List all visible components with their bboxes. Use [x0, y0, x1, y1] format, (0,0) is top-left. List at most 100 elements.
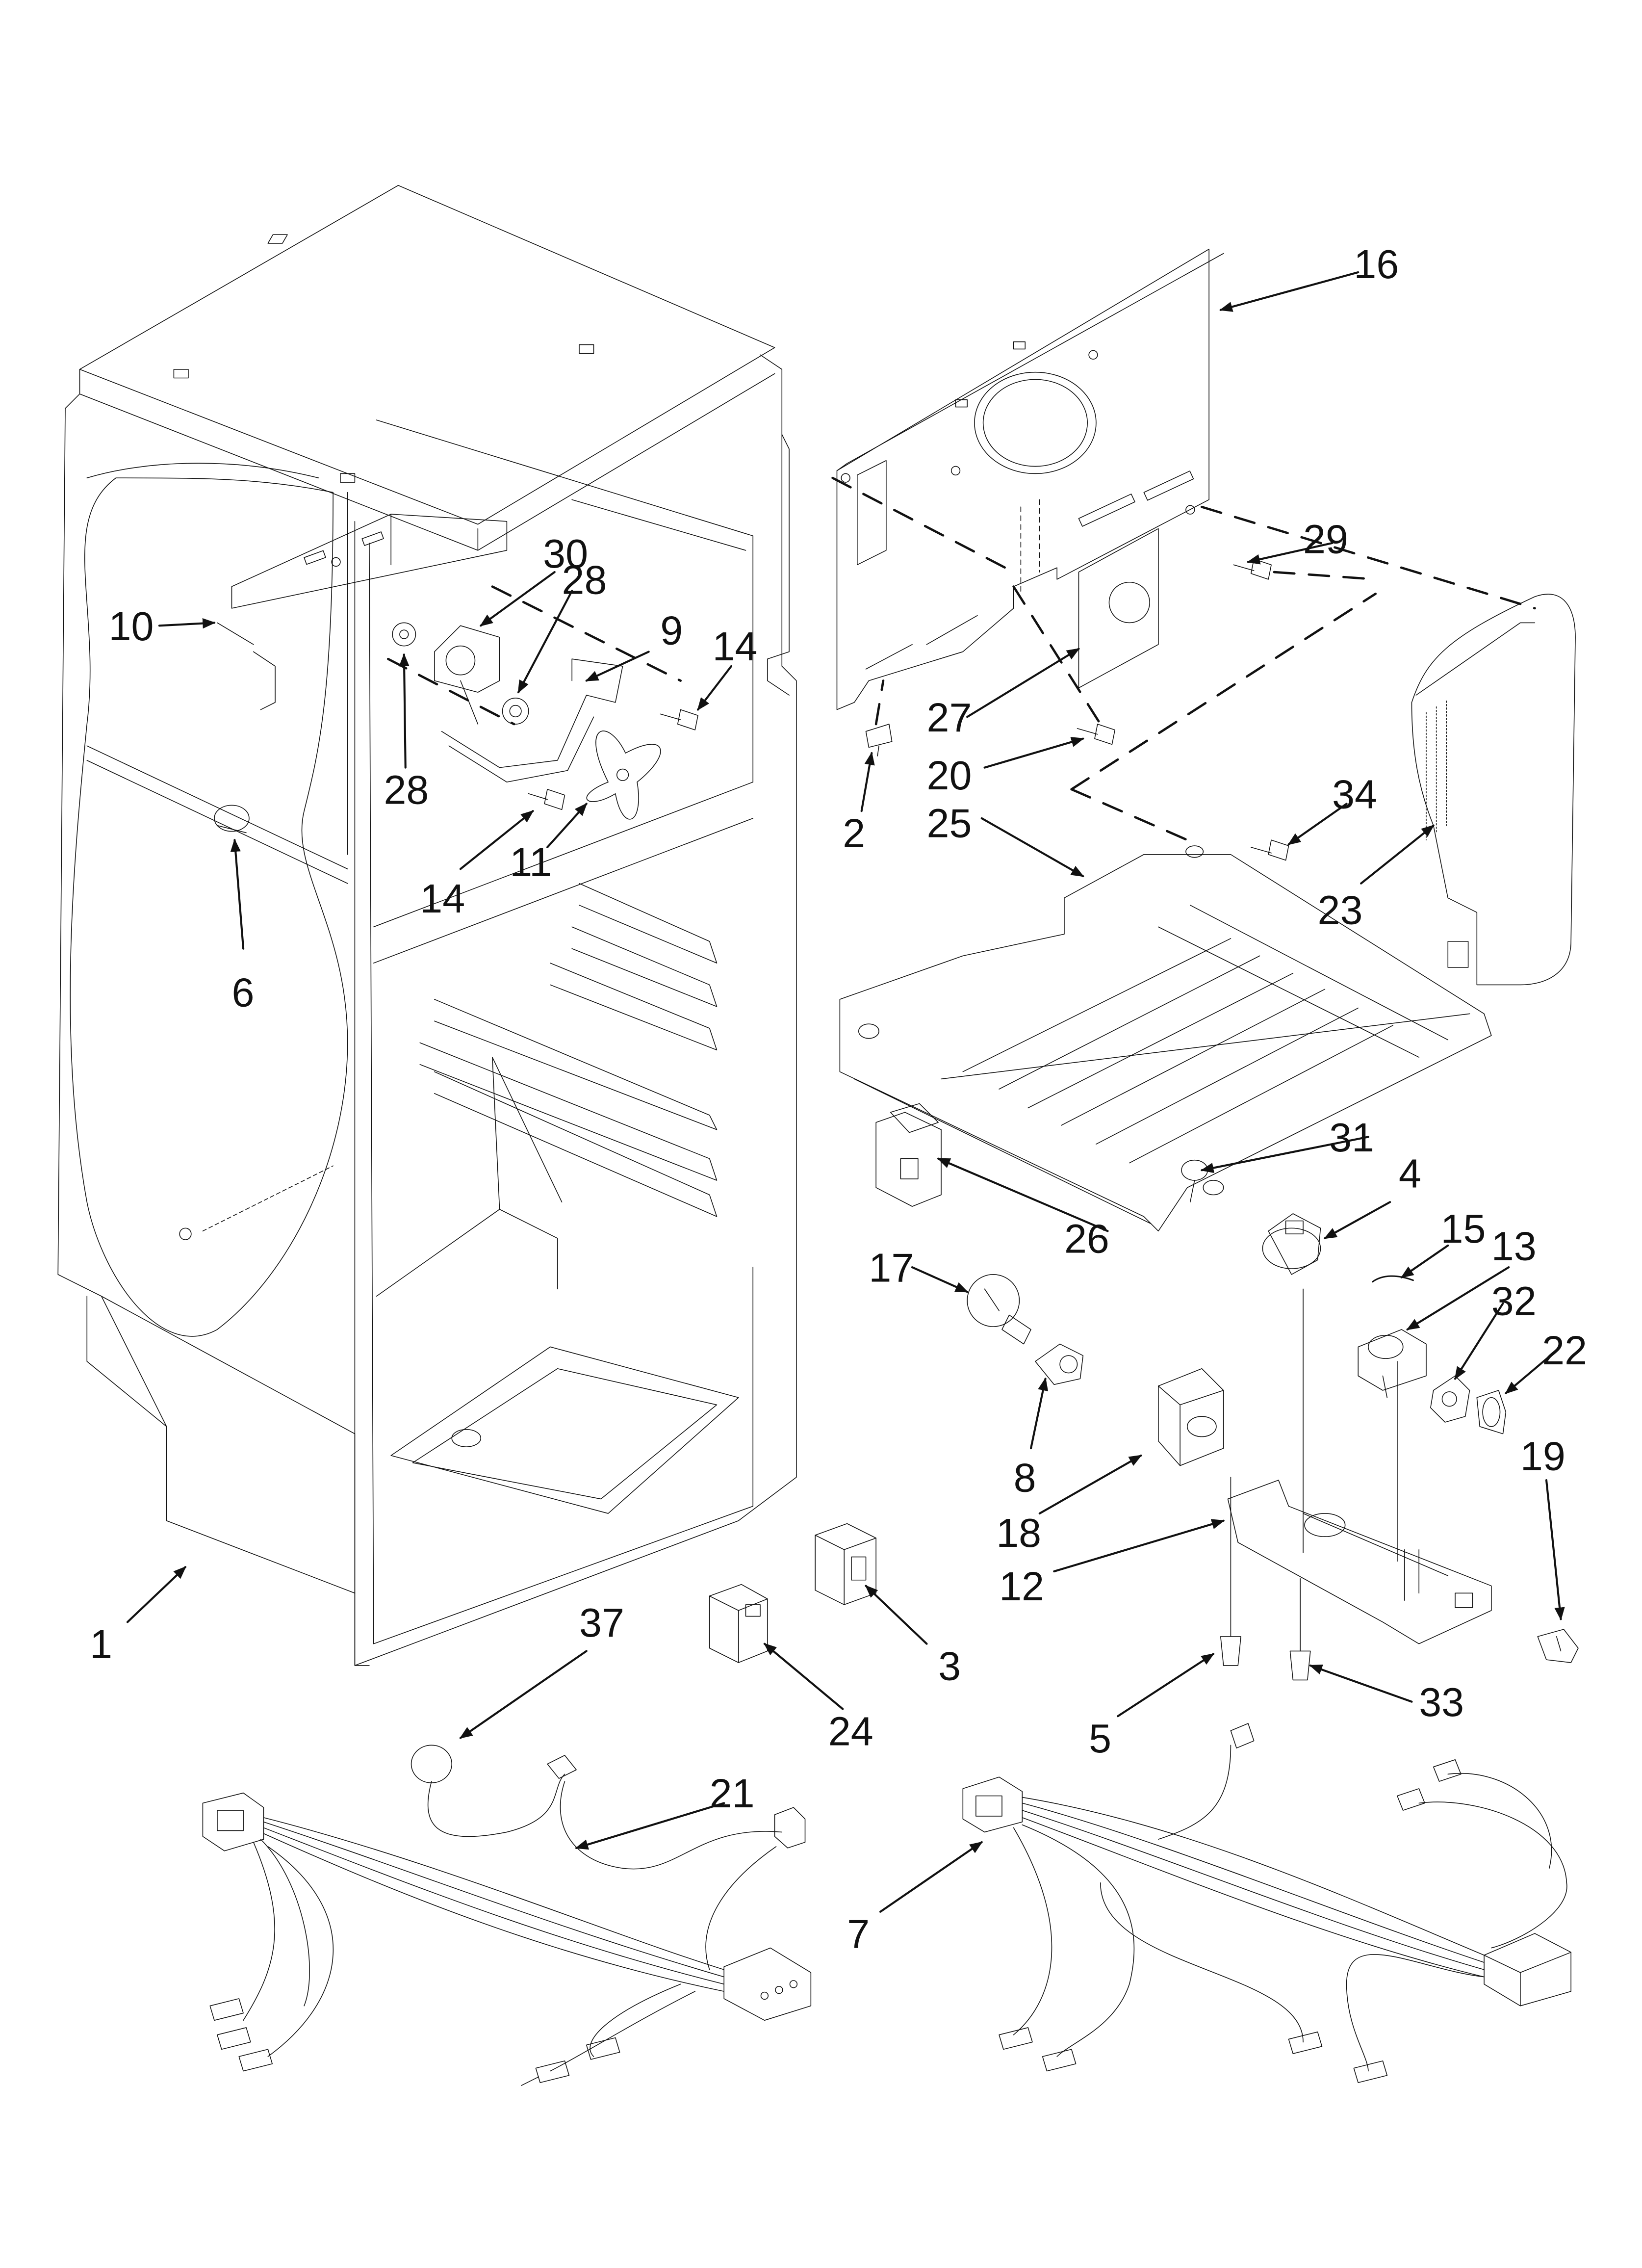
leader-21 [575, 1802, 725, 1850]
leader-19 [1545, 1479, 1565, 1621]
tube [1373, 1276, 1413, 1281]
fan-motor [435, 626, 500, 724]
leader-25 [980, 817, 1084, 878]
screw-14-lower [529, 789, 565, 809]
screw-29 [1233, 559, 1271, 579]
leader-29 [1247, 542, 1334, 565]
callout-31: 31 [1329, 1115, 1374, 1160]
shelf-rails [420, 884, 717, 1217]
callout-32: 32 [1491, 1278, 1537, 1324]
light-bulb [967, 1275, 1031, 1344]
callout-15: 15 [1441, 1206, 1486, 1251]
leader-28b [399, 653, 410, 769]
leader-2 [860, 752, 875, 812]
leader-17 [911, 1266, 969, 1293]
callout-labels: 1 2 3 4 5 6 7 8 9 10 11 12 13 14 14 15 1… [90, 241, 1587, 1957]
callout-2: 2 [843, 810, 865, 856]
callout-37: 37 [579, 1600, 624, 1645]
leader-15 [1400, 1244, 1449, 1278]
leader-34 [1287, 803, 1348, 846]
leader-30 [480, 571, 556, 627]
freezer-shelf-wires [963, 905, 1448, 1163]
callout-26: 26 [1064, 1216, 1109, 1262]
cabinet-liner [58, 185, 796, 1666]
air-duct [1411, 594, 1575, 985]
leader-11 [546, 803, 588, 849]
callout-18: 18 [996, 1510, 1041, 1556]
leader-26 [937, 1157, 1109, 1232]
callout-24: 24 [828, 1708, 873, 1754]
control-housing-component [876, 1104, 941, 1207]
leader-18 [1038, 1454, 1142, 1515]
wire-harness [203, 1745, 811, 2086]
screw-33 [1290, 1579, 1310, 1680]
callout-27: 27 [927, 695, 972, 740]
callout-9: 9 [660, 608, 683, 653]
clip [866, 724, 892, 756]
leader-9 [585, 651, 650, 682]
callout-29: 29 [1303, 517, 1348, 562]
leader-lines [126, 271, 1565, 1913]
callout-30: 30 [543, 531, 588, 576]
thermostat [1262, 1214, 1320, 1275]
leader-13 [1406, 1266, 1510, 1331]
leader-1 [126, 1566, 187, 1623]
callout-33: 33 [1419, 1679, 1464, 1725]
leader-8 [1029, 1377, 1049, 1450]
callout-28b: 28 [384, 767, 429, 812]
grommet [392, 623, 528, 724]
fan-bracket [217, 514, 507, 710]
callout-3: 3 [938, 1643, 961, 1689]
callout-21: 21 [710, 1771, 755, 1816]
mounting-plate [1431, 1376, 1470, 1422]
wire-clip [1538, 1629, 1578, 1663]
callout-34: 34 [1332, 771, 1377, 817]
callout-16: 16 [1354, 241, 1399, 287]
defrost-timer [1358, 1330, 1426, 1398]
leader-32 [1454, 1302, 1504, 1380]
callout-8: 8 [1014, 1455, 1036, 1501]
callout-20: 20 [927, 753, 972, 798]
light-shield [1158, 1369, 1224, 1466]
callout-28a: 28 [562, 557, 607, 602]
leader-24 [763, 1642, 844, 1710]
leader-28a [517, 590, 573, 694]
callout-14a: 14 [713, 624, 758, 669]
freezer-shelf [840, 846, 1491, 1231]
callout-10: 10 [109, 603, 154, 649]
evaporator-cover [837, 249, 1223, 710]
leader-12 [1053, 1519, 1225, 1573]
callout-6: 6 [231, 970, 254, 1016]
leader-14b [459, 810, 534, 870]
callout-4: 4 [1399, 1151, 1421, 1197]
callout-12: 12 [999, 1564, 1044, 1609]
screw-34 [1251, 840, 1289, 860]
screw-20 [1078, 724, 1115, 744]
fan-motor-bracket [442, 659, 623, 782]
leader-23 [1360, 824, 1435, 885]
callout-19: 19 [1520, 1433, 1565, 1479]
leader-33 [1309, 1664, 1413, 1703]
leader-16 [1219, 271, 1360, 312]
callout-17: 17 [869, 1245, 914, 1291]
callout-11: 11 [510, 839, 552, 885]
leader-20 [983, 737, 1084, 769]
callout-5: 5 [1089, 1716, 1111, 1761]
relay [815, 1524, 876, 1605]
leader-14a [697, 665, 733, 711]
callout-23: 23 [1318, 887, 1363, 933]
callout-14b: 14 [420, 876, 465, 921]
leader-3 [865, 1585, 928, 1645]
leader-22 [1505, 1353, 1553, 1394]
leader-7 [879, 1841, 983, 1913]
plug [214, 805, 249, 833]
leader-4 [1324, 1201, 1391, 1240]
callout-7: 7 [847, 1911, 870, 1957]
leader-31 [1200, 1136, 1369, 1173]
screw-14-upper [660, 710, 698, 730]
leader-6 [230, 838, 245, 950]
callout-13: 13 [1491, 1223, 1537, 1269]
leader-5 [1117, 1653, 1215, 1718]
fan-blade [587, 731, 661, 819]
